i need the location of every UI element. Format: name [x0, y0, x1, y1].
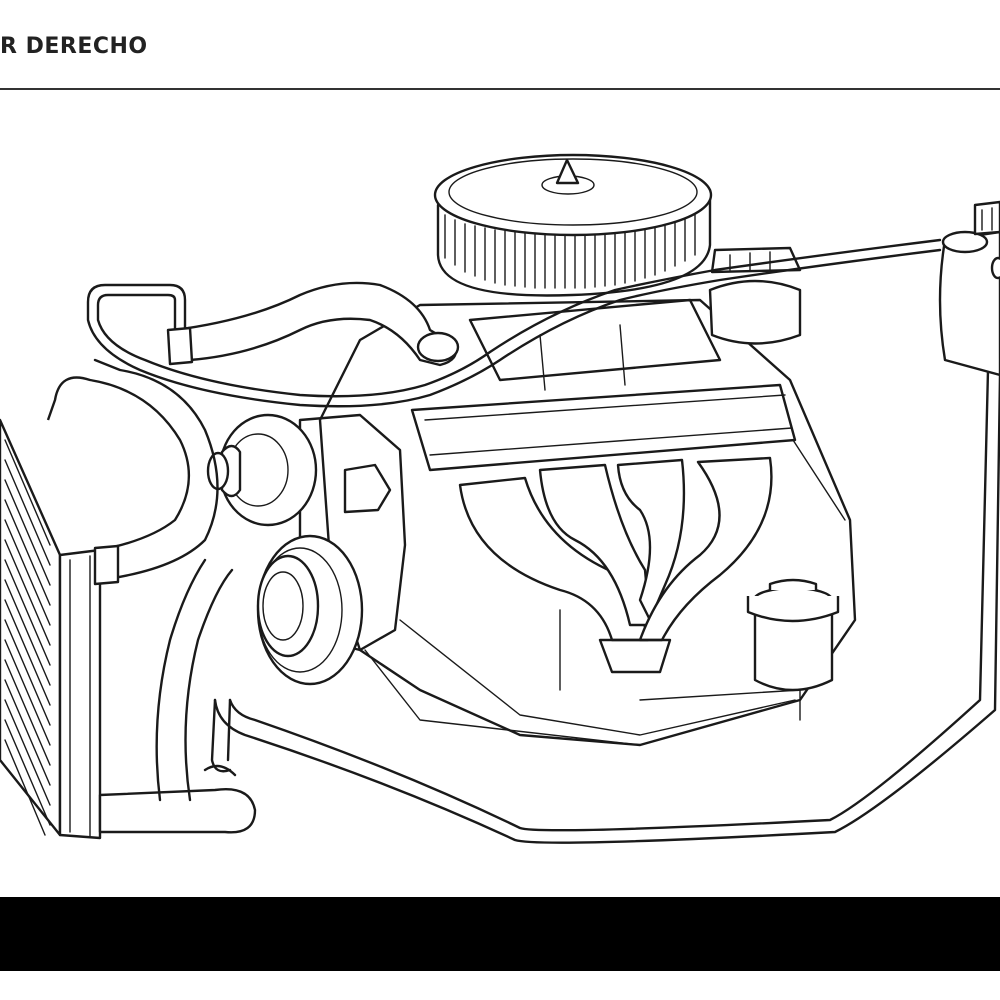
distributor: [708, 246, 802, 345]
header-divider: [0, 88, 1000, 90]
oil-filter: [746, 578, 840, 692]
alternator-pulley: [206, 413, 318, 527]
heater-hose-upper: [86, 238, 942, 408]
coolant-return-line: [210, 368, 1000, 844]
upper-radiator-hose: [46, 358, 219, 586]
thermostat-hose: [166, 281, 460, 367]
intake-manifold: [468, 298, 722, 391]
footer-bar: [0, 897, 1000, 971]
valve-cover: [410, 383, 797, 472]
radiator: [0, 418, 102, 840]
lower-radiator-hose: [98, 558, 257, 834]
crank-pulley: [256, 534, 364, 686]
exhaust-manifold: [458, 456, 773, 674]
engine-block: [318, 298, 857, 747]
header-title: R DERECHO: [0, 34, 148, 59]
air-filter: [433, 153, 713, 297]
expansion-tank: [938, 200, 1000, 377]
